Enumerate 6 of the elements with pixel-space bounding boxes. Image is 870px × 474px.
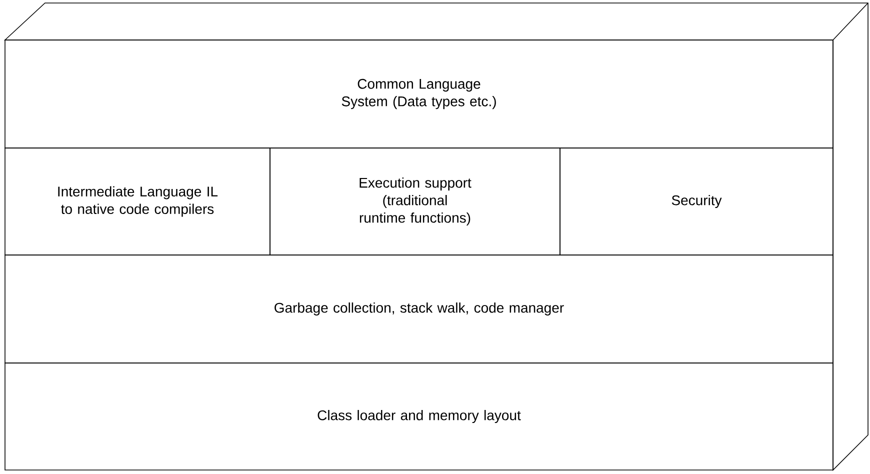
layer-box: Intermediate Language IL to native code compilers: [4, 148, 270, 256]
layer-box: Security: [560, 148, 834, 256]
layer-box: Execution support (traditional runtime functions): [270, 148, 560, 256]
layer-box: Common Language System (Data types etc.): [4, 40, 834, 148]
layer-box: Garbage collection, stack walk, code manager: [4, 254, 834, 364]
layer-box: Class loader and memory layout: [4, 362, 834, 470]
